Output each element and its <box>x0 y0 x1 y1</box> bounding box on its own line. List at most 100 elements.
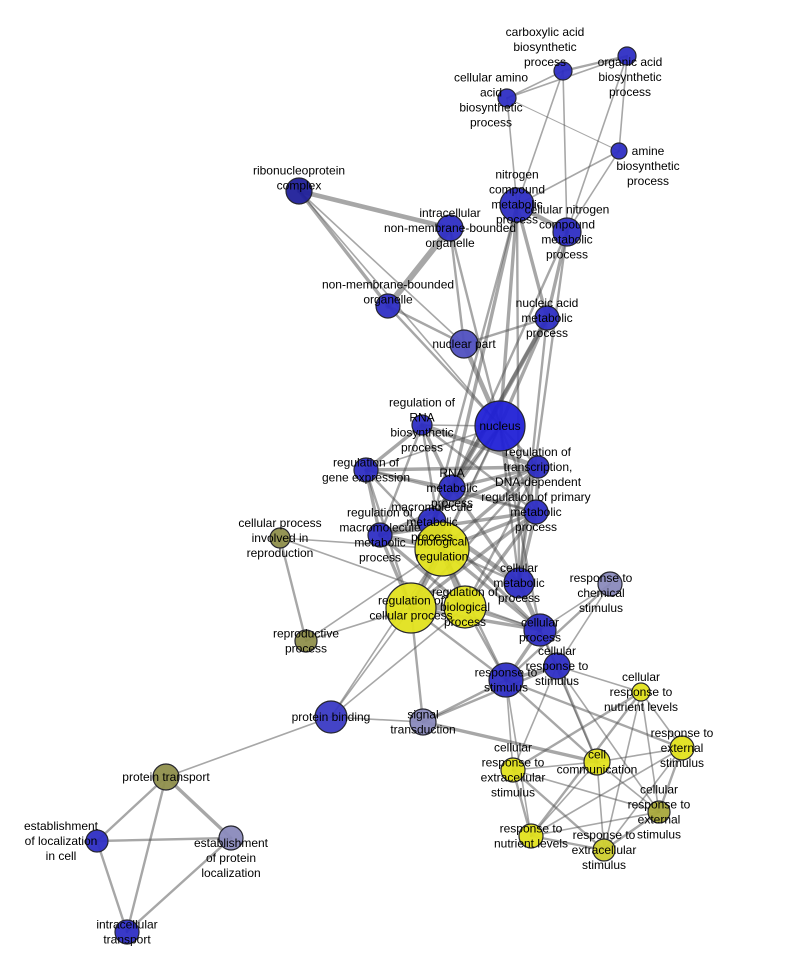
edge-intra_nmb-nuclear_part <box>448 226 466 346</box>
edge-protein_transport-intra_transport <box>125 775 168 934</box>
edge-est_loc_cell-intra_transport <box>95 839 129 934</box>
node-cell_resp_stim[interactable] <box>543 652 571 680</box>
node-cell_proc[interactable] <box>523 613 557 647</box>
edge-resp_external-resp_nutrient <box>530 747 683 837</box>
node-repro[interactable] <box>294 629 318 653</box>
node-cell_nitrogen[interactable] <box>552 217 582 247</box>
edge-resp_stim-resp_chem <box>504 582 612 682</box>
edge-intra_nmb-nucleus <box>448 226 502 428</box>
node-organic[interactable] <box>617 46 637 66</box>
node-est_prot_loc[interactable] <box>218 825 244 851</box>
edge-organic-cell_nitrogen <box>566 55 628 233</box>
node-protein_binding[interactable] <box>314 700 348 734</box>
edge-reg_bio_proc-protein_binding <box>330 606 466 718</box>
node-protein_transport[interactable] <box>152 763 180 791</box>
edge-resp_chem-cell_resp_stim <box>556 583 611 667</box>
node-nmb[interactable] <box>375 293 401 319</box>
node-bio_reg[interactable] <box>414 521 470 577</box>
edge-cell_comm-signal_transduction <box>421 720 599 764</box>
node-amine[interactable] <box>610 142 628 160</box>
node-nucleic[interactable] <box>534 305 560 331</box>
edges-layer <box>95 54 684 934</box>
edge-resp_external-resp_extracell <box>603 747 683 851</box>
edge-reg_transcription-reg_macromol <box>378 465 540 537</box>
node-signal_transduction[interactable] <box>409 708 437 736</box>
node-resp_chem[interactable] <box>597 571 623 597</box>
node-nuclear_part[interactable] <box>449 329 479 359</box>
node-resp_stim[interactable] <box>488 662 524 698</box>
nodes-layer <box>85 46 695 945</box>
edge-cell_resp_external-resp_nutrient <box>530 811 660 837</box>
node-intra_transport[interactable] <box>114 919 140 945</box>
node-cell_inv_repro[interactable] <box>269 527 291 549</box>
edge-reg_rna-reg_macromol <box>378 423 424 537</box>
node-ribo[interactable] <box>285 177 313 205</box>
edge-intra_nmb-nmb <box>385 225 453 309</box>
edge-cell_inv_repro-repro <box>278 536 308 643</box>
node-amino[interactable] <box>497 88 517 108</box>
edge-cell_nitrogen-nucleic <box>545 230 569 320</box>
edge-ribo-nuclear_part <box>298 190 465 345</box>
node-reg_cell_proc[interactable] <box>385 582 437 634</box>
edge-nmb-nucleus <box>386 304 502 428</box>
node-nucleus[interactable] <box>474 400 526 452</box>
edge-carboxylic-organic <box>561 54 629 73</box>
edge-reg_transcription-reg_gene_expr <box>364 465 540 472</box>
edge-nitrogen-nucleic <box>515 203 549 320</box>
edge-nitrogen-nucleus <box>498 203 519 428</box>
edge-amine-cell_nitrogen <box>566 150 620 233</box>
edge-est_prot_loc-intra_transport <box>125 836 233 934</box>
edge-amino-nitrogen <box>506 97 518 206</box>
edge-reg_rna-reg_transcription <box>419 422 541 470</box>
edge-resp_stim-cell_comm <box>504 678 599 764</box>
node-resp_extracell[interactable] <box>592 838 616 862</box>
node-nitrogen[interactable] <box>499 187 535 223</box>
edge-carboxylic-nitrogen <box>516 70 564 206</box>
edge-carboxylic-amino <box>506 70 564 99</box>
node-resp_nutrient[interactable] <box>518 823 544 849</box>
edge-cell_comm-resp_external <box>596 747 683 763</box>
node-reg_gene_expr[interactable] <box>353 457 379 483</box>
node-reg_bio_proc[interactable] <box>443 585 487 629</box>
edge-protein_binding-bio_reg <box>330 548 443 718</box>
edge-nucleus-cell_proc <box>498 424 542 632</box>
edge-carboxylic-cell_nitrogen <box>562 70 568 233</box>
node-reg_transcription[interactable] <box>526 455 550 479</box>
edge-amino-amine <box>506 97 620 152</box>
edge-organic-amine <box>618 55 628 152</box>
node-intra_nmb[interactable] <box>436 214 464 242</box>
node-reg_rna[interactable] <box>411 414 433 436</box>
node-resp_external[interactable] <box>669 735 695 761</box>
edge-cell_resp_external-cell_resp_extracell <box>512 769 660 813</box>
edge-resp_stim-resp_external <box>504 678 684 750</box>
edge-cell_resp_stim-signal_transduction <box>421 664 559 724</box>
edge-cell_comm-resp_extracell <box>596 761 605 851</box>
node-carboxylic[interactable] <box>553 61 573 81</box>
node-cell_comm[interactable] <box>583 748 611 776</box>
edge-protein_binding-protein_transport <box>165 716 332 778</box>
edge-cell_resp_stim-cell_resp_external <box>556 665 660 813</box>
edge-cell_resp_stim-cell_comm <box>555 664 599 764</box>
edge-protein_transport-est_loc_cell <box>95 775 168 843</box>
edge-ribo-nmb <box>297 189 390 308</box>
edge-nucleic-cell_metab <box>517 316 549 585</box>
node-reg_primary[interactable] <box>523 499 549 525</box>
node-cell_resp_extracell[interactable] <box>500 757 526 783</box>
edge-est_loc_cell-est_prot_loc <box>95 836 233 843</box>
edge-resp_extracell-cell_resp_extracell <box>511 768 606 852</box>
edge-cell_nitrogen-rna_metab <box>450 230 569 490</box>
node-cell_metab[interactable] <box>503 567 535 599</box>
node-reg_macromol[interactable] <box>367 522 393 548</box>
edge-ribo-intra_nmb <box>296 188 453 231</box>
edge-cell_resp_nutrient-cell_resp_external <box>640 691 660 813</box>
edge-rna_metab-reg_primary <box>450 486 538 514</box>
edge-reg_transcription-rna_metab <box>450 465 540 490</box>
node-est_loc_cell[interactable] <box>85 829 109 853</box>
node-cell_resp_nutrient[interactable] <box>631 682 651 702</box>
node-rna_metab[interactable] <box>438 474 466 502</box>
node-cell_resp_external[interactable] <box>647 800 671 824</box>
